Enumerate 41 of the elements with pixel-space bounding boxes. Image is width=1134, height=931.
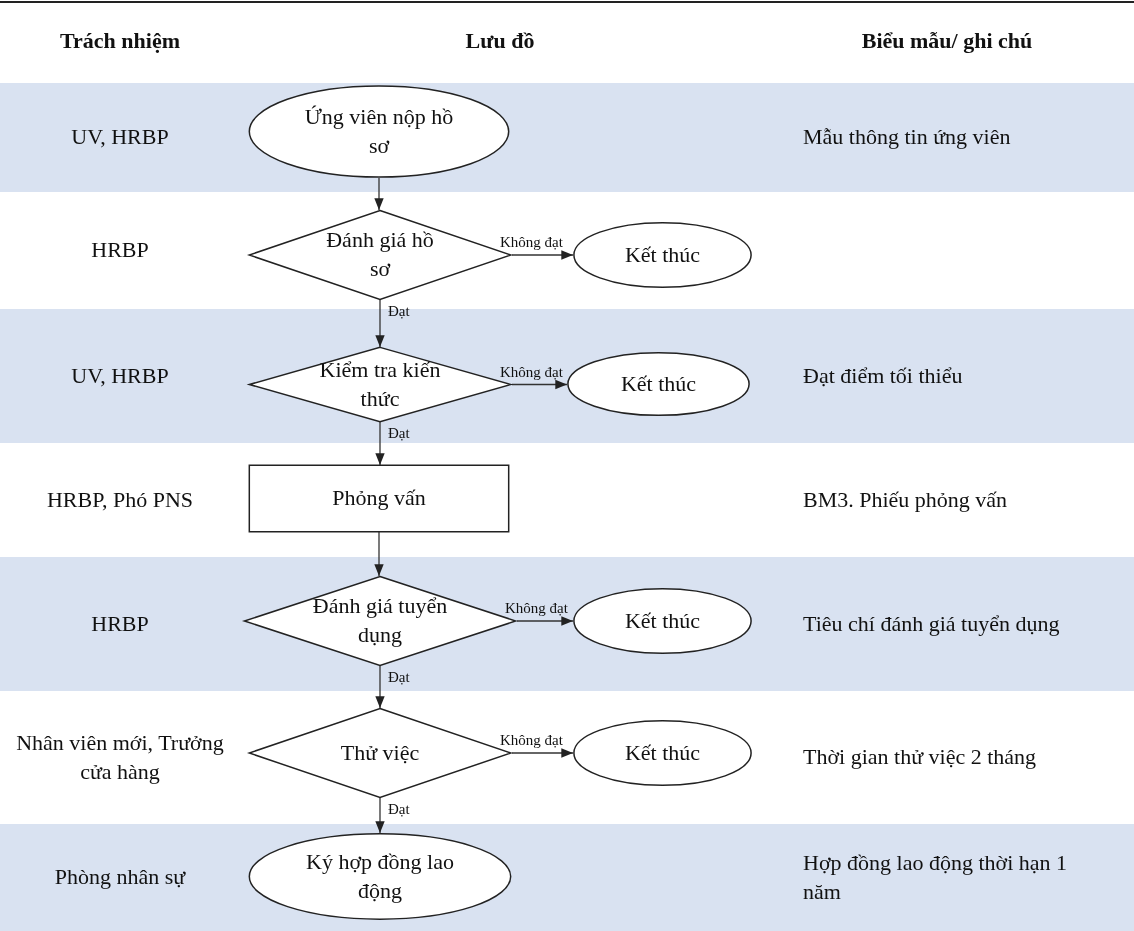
edge-label: Đạt xyxy=(388,800,410,818)
arrow xyxy=(375,421,385,466)
terminal-ellipse: Ứng viên nộp hồ sơ xyxy=(248,85,510,178)
terminal-ellipse: Ký hợp đồng lao động xyxy=(248,833,512,920)
edge-label: Không đạt xyxy=(500,362,563,381)
column-header: Biểu mẫu/ ghi chú xyxy=(861,27,1033,56)
role-text: HRBP xyxy=(91,609,149,638)
terminal-ellipse: Kết thúc xyxy=(573,720,752,786)
arrow xyxy=(511,379,568,390)
arrow xyxy=(374,531,384,577)
arrow xyxy=(511,748,574,758)
note-text: Tiêu chí đánh giá tuyển dụng xyxy=(803,609,1060,638)
role-text: HRBP xyxy=(91,236,149,265)
note-text: BM3. Phiếu phỏng vấn xyxy=(803,485,1008,514)
edge-label: Đạt xyxy=(388,302,410,320)
role-text: Nhân viên mới, Trưởng cửa hàng xyxy=(15,728,225,786)
edge-label: Đạt xyxy=(388,668,410,686)
role-text: HRBP, Phó PNS xyxy=(46,485,194,514)
edge-label: Đạt xyxy=(388,424,410,442)
edge-label: Không đạt xyxy=(500,233,563,251)
note-text: Thời gian thử việc 2 tháng xyxy=(803,743,1037,772)
arrow xyxy=(375,797,385,834)
role-text: Phòng nhân sự xyxy=(54,863,186,892)
edge-label: Không đạt xyxy=(500,731,563,749)
edge-label: Không đạt xyxy=(505,599,568,617)
arrow xyxy=(516,616,574,626)
note-text: Mẫu thông tin ứng viên xyxy=(803,123,1011,152)
column-header: Trách nhiệm xyxy=(60,27,180,56)
arrow xyxy=(374,177,384,211)
role-text: UV, HRBP xyxy=(71,361,169,390)
note-text: Đạt điểm tối thiểu xyxy=(803,361,963,390)
process-box: Phỏng vấn xyxy=(248,465,510,532)
terminal-ellipse: Kết thúc xyxy=(567,352,750,416)
arrow xyxy=(375,665,385,709)
terminal-ellipse: Kết thúc xyxy=(573,588,752,654)
role-text: UV, HRBP xyxy=(71,123,169,152)
arrow xyxy=(375,299,385,348)
terminal-ellipse: Kết thúc xyxy=(573,222,752,288)
column-header: Lưu đồ xyxy=(465,27,535,56)
arrow xyxy=(511,250,574,260)
note-text: Hợp đồng lao động thời hạn 1 năm xyxy=(803,848,1069,906)
